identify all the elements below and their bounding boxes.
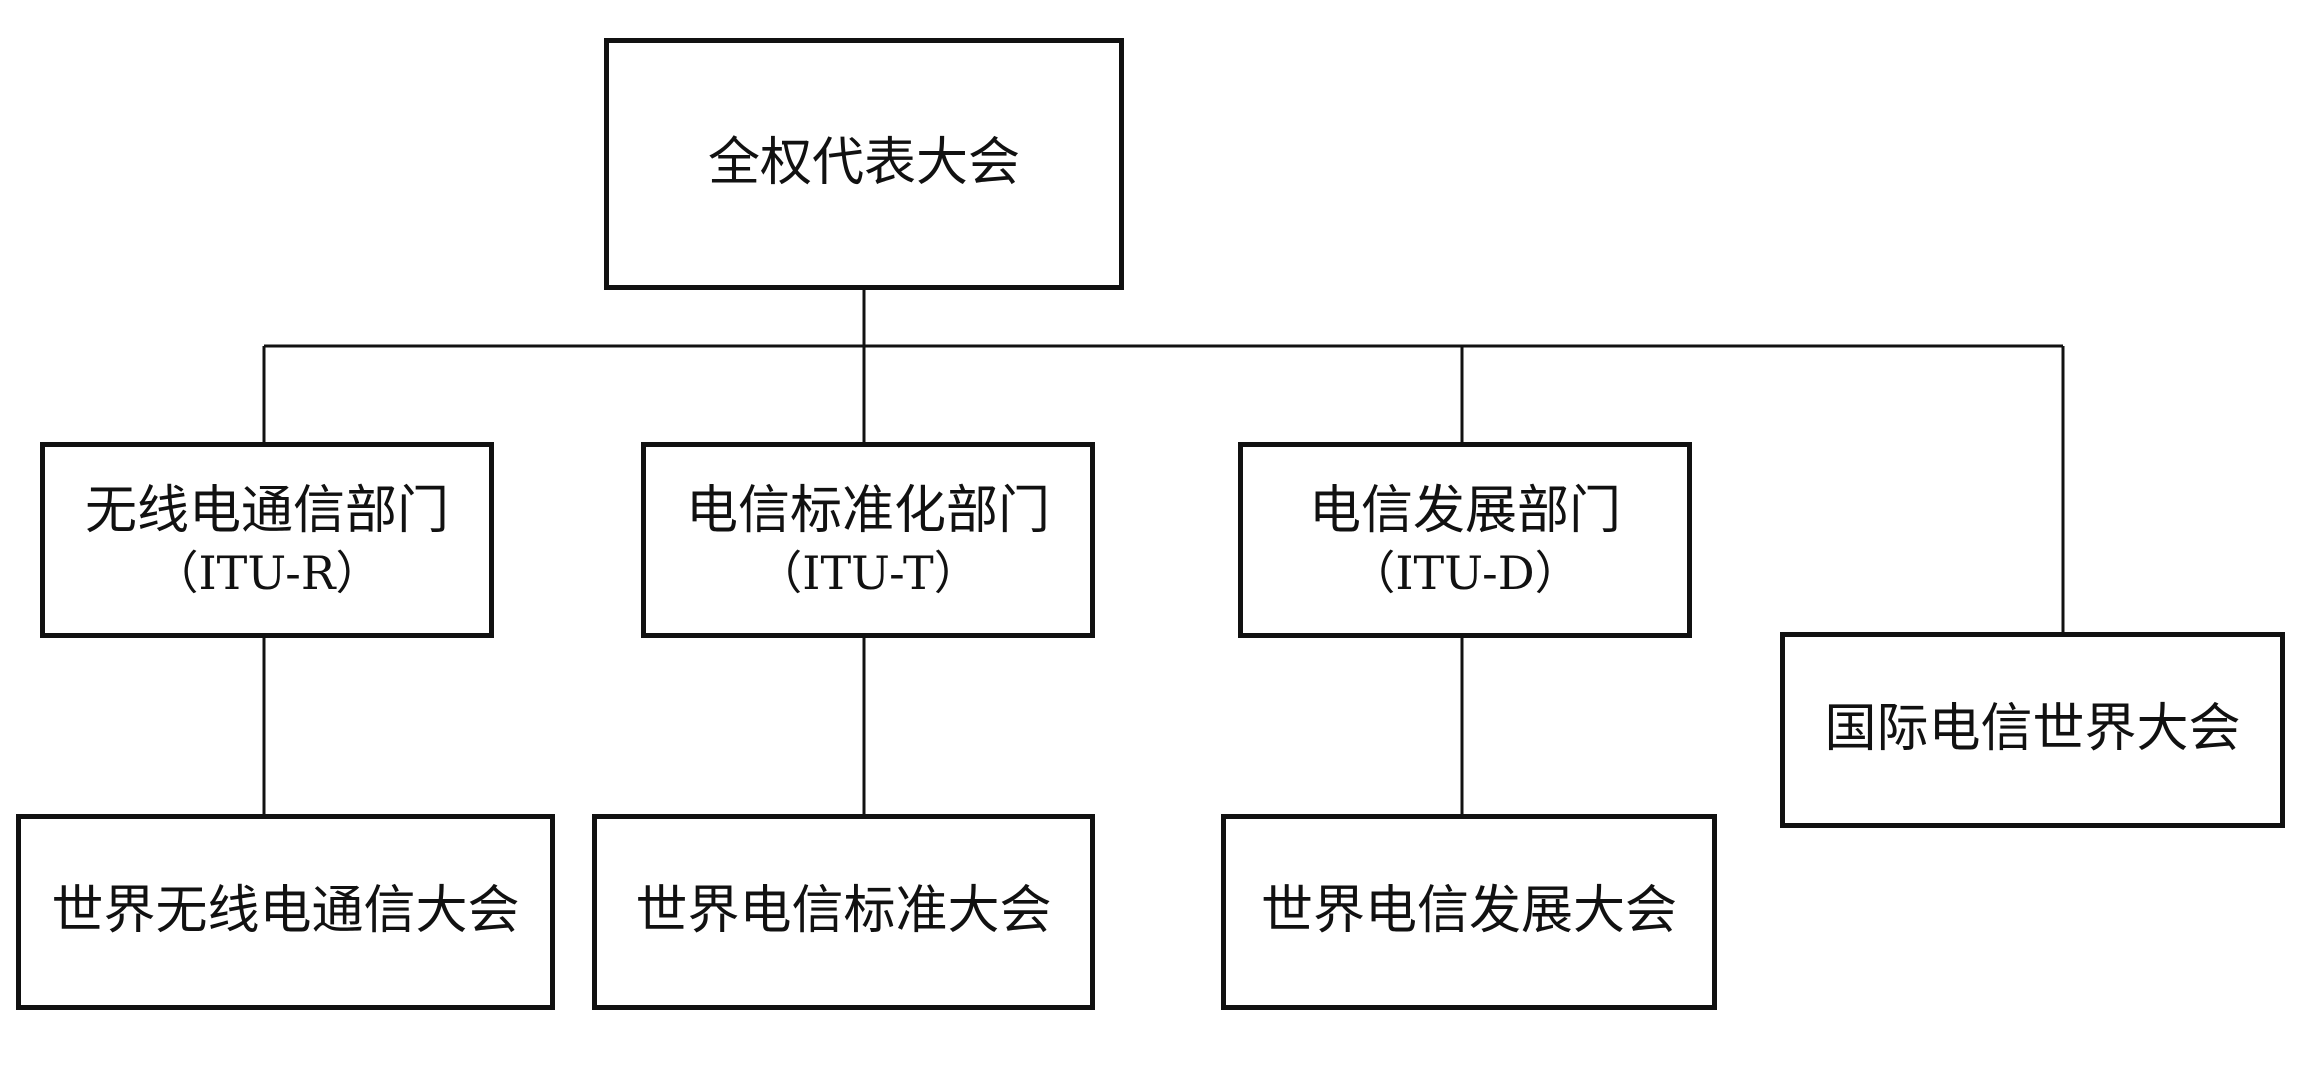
node-radiocommunication-sector: 无线电通信部门 （ITU-R） [40,442,494,638]
node-world-conference-international-telecommunications: 国际电信世界大会 [1780,632,2285,828]
node-title: 无线电通信部门 [84,480,449,541]
node-world-telecommunication-development-conference: 世界电信发展大会 [1221,814,1717,1010]
node-title: 世界电信发展大会 [1260,881,1677,942]
node-title: 全权代表大会 [707,133,1020,194]
node-code: （ITU-R） [152,545,382,600]
node-code: （ITU-D） [1349,545,1581,600]
node-code: （ITU-T） [756,545,980,600]
node-development-sector: 电信发展部门 （ITU-D） [1238,442,1692,638]
node-title: 电信标准化部门 [685,480,1050,541]
node-standardization-sector: 电信标准化部门 （ITU-T） [641,442,1095,638]
node-world-radiocommunication-conference: 世界无线电通信大会 [16,814,555,1010]
node-world-telecommunication-standardization-assembly: 世界电信标准大会 [592,814,1095,1010]
node-title: 国际电信世界大会 [1824,699,2241,760]
node-plenipotentiary-conference: 全权代表大会 [604,38,1124,290]
node-title: 世界电信标准大会 [635,881,1052,942]
node-title: 电信发展部门 [1308,480,1621,541]
node-title: 世界无线电通信大会 [51,881,520,942]
